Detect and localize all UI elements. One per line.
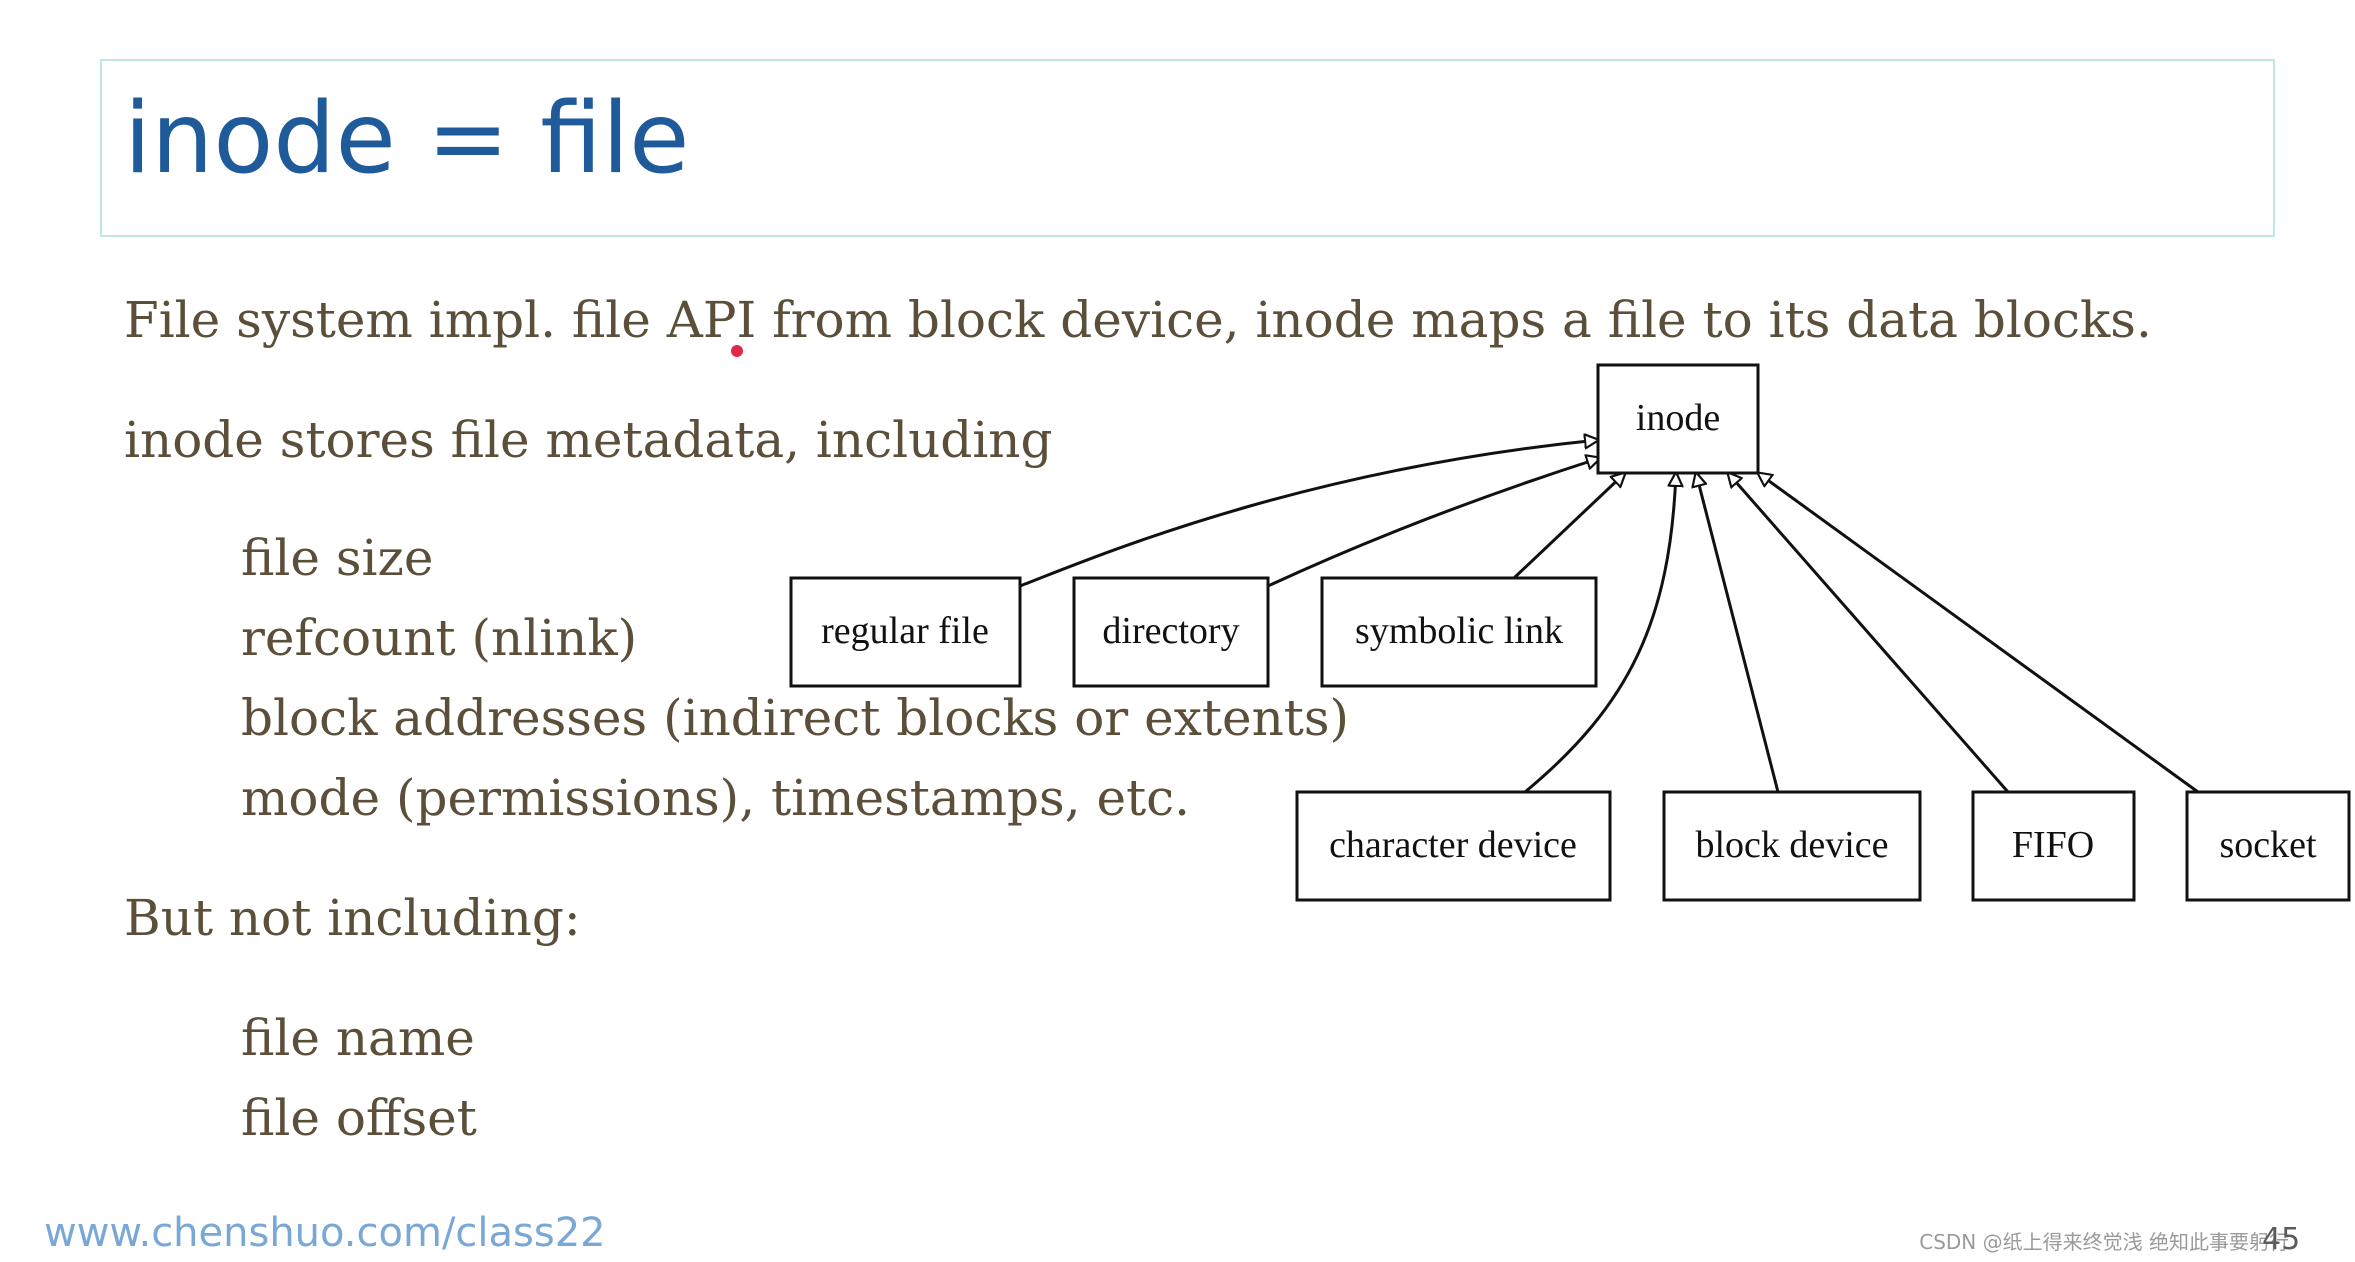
node-fifo-label: FIFO: [2012, 824, 2094, 866]
node-inode: inode: [1596, 363, 1760, 475]
node-symbolic-link-label: symbolic link: [1355, 610, 1563, 652]
edge-character-device-to-inode: [1524, 473, 1676, 794]
node-character-device-label: character device: [1329, 824, 1577, 866]
bullet-file-offset: file offset: [241, 1089, 477, 1147]
slide-title: inode = file: [124, 82, 690, 196]
edge-regular-file-to-inode: [1019, 440, 1598, 588]
node-character-device: character device: [1295, 790, 1612, 902]
bullet-mode-timestamps: mode (permissions), timestamps, etc.: [241, 769, 1191, 827]
node-block-device-label: block device: [1695, 824, 1888, 866]
bullet-file-size: file size: [241, 529, 434, 587]
node-socket-label: socket: [2219, 824, 2317, 866]
node-directory: directory: [1072, 576, 1270, 688]
node-socket: socket: [2185, 790, 2351, 902]
node-symbolic-link: symbolic link: [1320, 576, 1598, 688]
footer-url[interactable]: www.chenshuo.com/class22: [44, 1210, 606, 1256]
node-directory-label: directory: [1102, 610, 1239, 652]
edge-symbolic-link-to-inode: [1512, 473, 1625, 580]
edge-socket-to-inode: [1758, 473, 2199, 794]
node-inode-label: inode: [1636, 397, 1720, 439]
body-line-api: File system impl. file API from block de…: [124, 291, 2152, 349]
pointer-dot: [731, 345, 743, 357]
bullet-refcount: refcount (nlink): [241, 609, 638, 667]
node-fifo: FIFO: [1971, 790, 2136, 902]
node-regular-file: regular file: [789, 576, 1022, 688]
page-number: 45: [2262, 1222, 2301, 1257]
edge-directory-to-inode: [1267, 458, 1600, 588]
node-block-device: block device: [1662, 790, 1922, 902]
bullet-block-addresses: block addresses (indirect blocks or exte…: [241, 689, 1350, 747]
edge-fifo-to-inode: [1728, 473, 2010, 793]
watermark: CSDN @纸上得来终觉浅 绝知此事要躬行: [1919, 1230, 2289, 1254]
bullet-file-name: file name: [241, 1009, 475, 1067]
body-line-not-including: But not including:: [124, 889, 581, 947]
node-regular-file-label: regular file: [821, 610, 989, 652]
edge-block-device-to-inode: [1696, 473, 1780, 793]
title-frame: inode = file: [100, 59, 2275, 237]
body-line-metadata: inode stores file metadata, including: [124, 411, 1053, 469]
